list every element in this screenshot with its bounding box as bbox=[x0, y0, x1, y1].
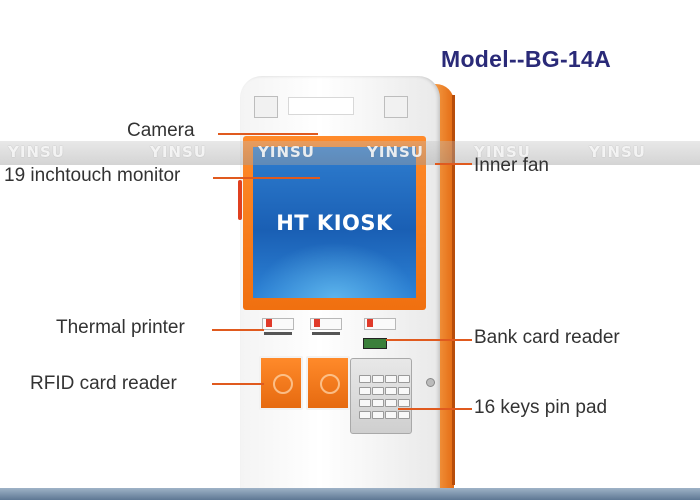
pin-key bbox=[398, 411, 410, 419]
callout-line-pin-pad bbox=[398, 408, 472, 410]
callout-line-fan bbox=[435, 163, 472, 165]
watermark: YINSU bbox=[589, 143, 646, 161]
label-thermal-printer: Thermal printer bbox=[56, 317, 185, 338]
model-title: Model--BG-14A bbox=[441, 46, 612, 72]
printer-outlet-right bbox=[312, 332, 340, 335]
pin-key bbox=[372, 387, 384, 395]
printer-outlet-left bbox=[264, 332, 292, 335]
watermark: YINSU bbox=[367, 143, 424, 161]
label-bank-card-reader: Bank card reader bbox=[474, 327, 620, 348]
pin-key bbox=[359, 399, 371, 407]
pin-key bbox=[385, 399, 397, 407]
watermark: YINSU bbox=[474, 143, 531, 161]
kiosk-side-edge bbox=[452, 95, 455, 485]
pin-pad bbox=[350, 358, 412, 434]
card-reader-tag bbox=[367, 319, 373, 327]
rfid-reader-left bbox=[259, 356, 303, 410]
pin-key bbox=[398, 375, 410, 383]
printer-slot-left-tag bbox=[266, 319, 272, 327]
callout-line-rfid bbox=[212, 383, 264, 385]
watermark-band bbox=[0, 141, 700, 165]
label-monitor: 19 inchtouch monitor bbox=[4, 165, 181, 186]
touch-monitor: HT KIOSK bbox=[253, 147, 416, 298]
camera-housing-right bbox=[384, 96, 408, 118]
label-inner-fan: Inner fan bbox=[474, 155, 549, 176]
pin-key bbox=[372, 375, 384, 383]
label-rfid-reader: RFID card reader bbox=[30, 373, 177, 394]
watermark: YINSU bbox=[258, 143, 315, 161]
pin-key bbox=[385, 375, 397, 383]
rfid-reader-right bbox=[306, 356, 350, 410]
printer-slot-right-tag bbox=[314, 319, 320, 327]
rfid-icon bbox=[273, 374, 293, 394]
bank-card-slot bbox=[363, 338, 387, 349]
pin-key bbox=[372, 411, 384, 419]
screen-glow bbox=[253, 242, 416, 298]
pin-key bbox=[359, 375, 371, 383]
label-pin-pad: 16 keys pin pad bbox=[474, 397, 608, 418]
callout-line-bank-card bbox=[386, 339, 472, 341]
watermark: YINSU bbox=[8, 143, 65, 161]
pin-key bbox=[359, 387, 371, 395]
camera-housing-left bbox=[254, 96, 278, 118]
bottom-bar bbox=[0, 488, 700, 500]
screen-title: HT KIOSK bbox=[276, 211, 393, 235]
callout-line-monitor bbox=[213, 177, 320, 179]
pin-key bbox=[385, 387, 397, 395]
pin-key bbox=[398, 387, 410, 395]
pin-key bbox=[359, 411, 371, 419]
rfid-icon bbox=[320, 374, 340, 394]
pin-key bbox=[398, 399, 410, 407]
pin-key bbox=[372, 399, 384, 407]
kiosk-sign bbox=[288, 97, 354, 115]
watermark: YINSU bbox=[150, 143, 207, 161]
callout-line-printer bbox=[212, 329, 264, 331]
lock-icon bbox=[426, 378, 435, 387]
pin-key bbox=[385, 411, 397, 419]
callout-line-camera bbox=[218, 133, 318, 135]
label-camera: Camera bbox=[127, 120, 195, 141]
side-vent bbox=[238, 180, 242, 220]
